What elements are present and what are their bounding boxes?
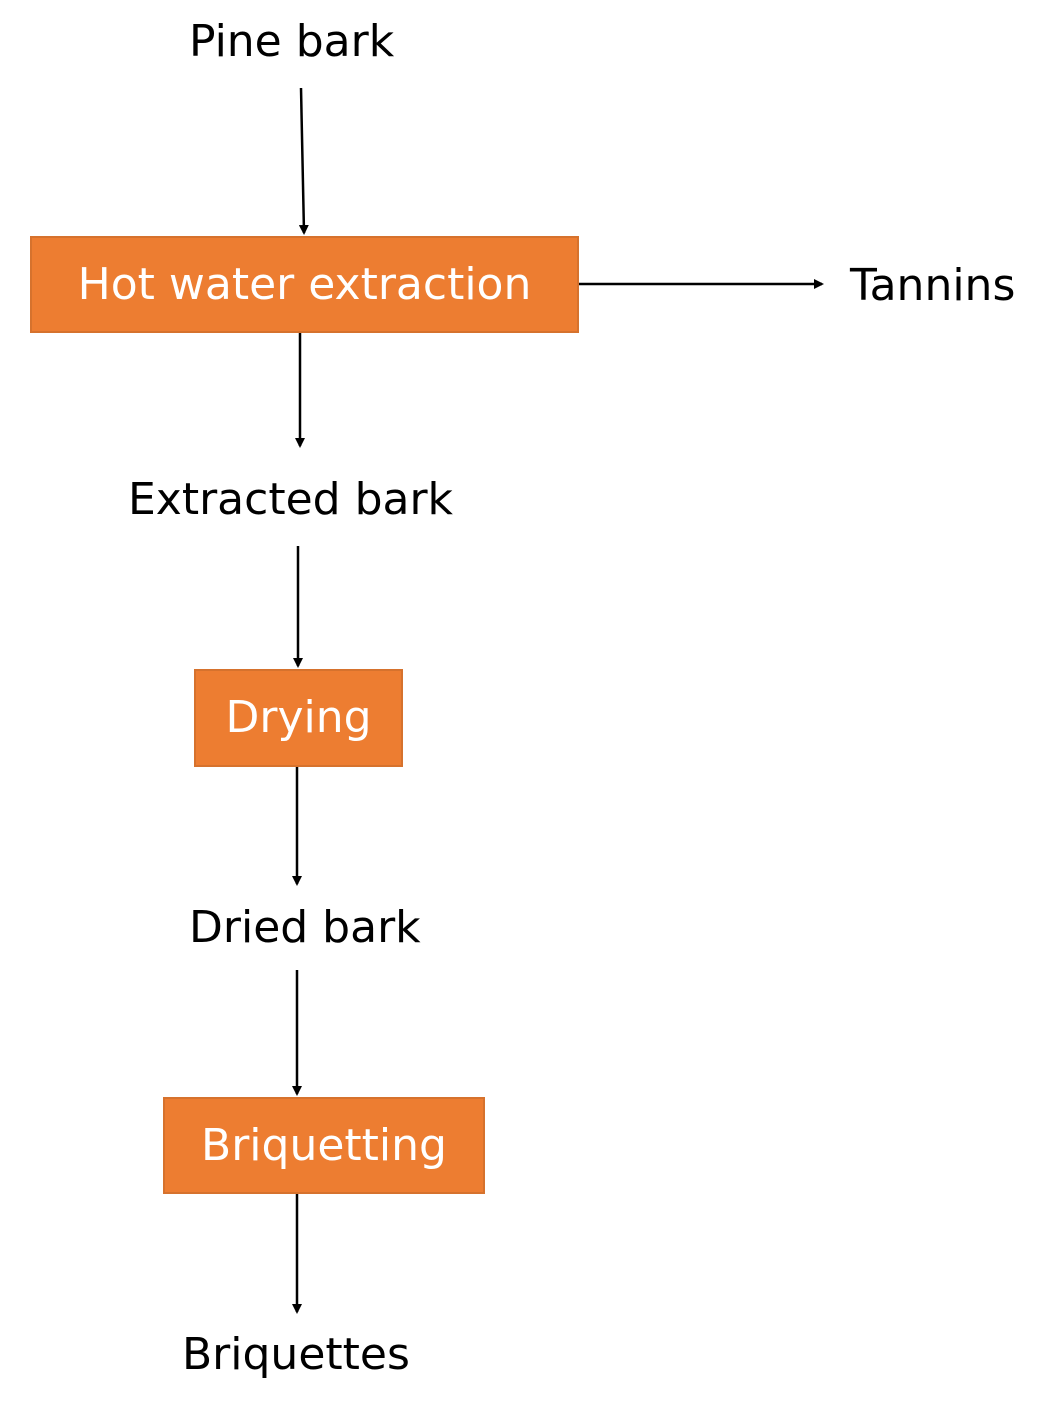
input-label-pine-bark: Pine bark <box>189 16 395 67</box>
process-label-drying: Drying <box>225 692 372 743</box>
intermediate-label-dried-bark: Dried bark <box>189 902 421 953</box>
process-box-briquetting: Briquetting <box>163 1097 485 1194</box>
byproduct-label-tannins: Tannins <box>850 260 1016 311</box>
intermediate-label-extracted-bark: Extracted bark <box>128 474 454 525</box>
output-label-briquettes: Briquettes <box>182 1329 410 1380</box>
process-box-drying: Drying <box>194 669 403 767</box>
arrow-pine-to-extraction <box>298 87 309 235</box>
process-box-hot-water-extraction: Hot water extraction <box>30 236 579 333</box>
process-label-hot-water-extraction: Hot water extraction <box>77 258 532 310</box>
process-label-briquetting: Briquetting <box>201 1119 447 1171</box>
